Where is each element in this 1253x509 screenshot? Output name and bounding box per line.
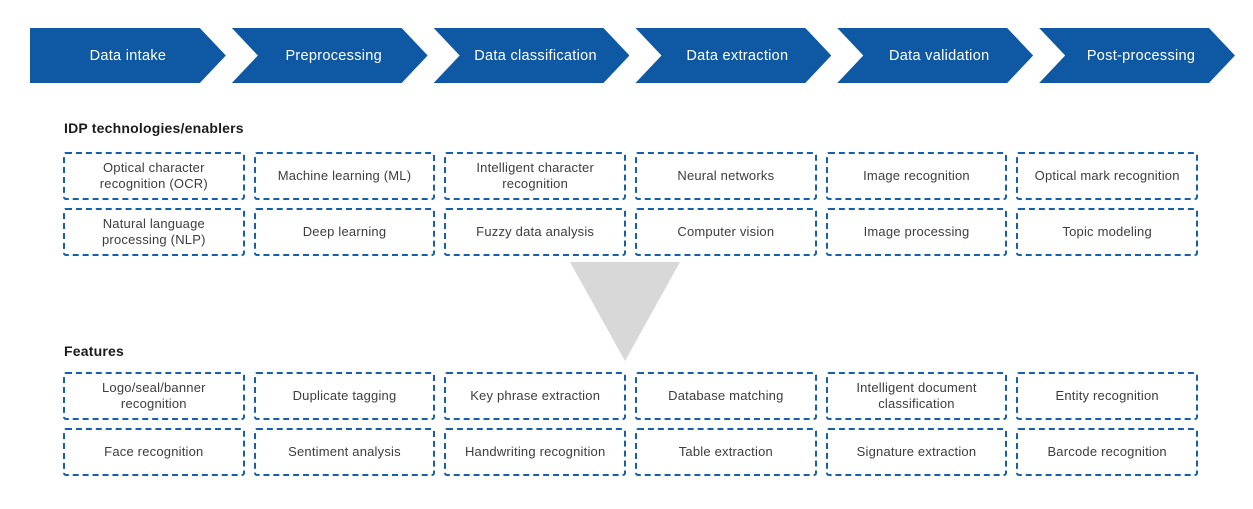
stage-label: Data validation xyxy=(889,47,990,64)
stage-label: Preprocessing xyxy=(285,47,383,64)
idp-technologies-heading: IDP technologies/enablers xyxy=(64,120,244,136)
stage-label: Post-processing xyxy=(1086,47,1196,64)
process-flow-banner: Data intake Preprocessing Data classific… xyxy=(30,28,1235,83)
features-heading: Features xyxy=(64,343,124,359)
box-image-recognition: Image recognition xyxy=(825,152,1008,200)
box-barcode-recognition: Barcode recognition xyxy=(1016,428,1198,476)
box-topic-modeling: Topic modeling xyxy=(1016,208,1198,256)
stage-data-intake: Data intake xyxy=(30,28,226,83)
stage-data-validation: Data validation xyxy=(837,28,1033,83)
stage-data-extraction: Data extraction xyxy=(635,28,831,83)
down-arrow-triangle-icon xyxy=(570,262,680,361)
box-intelligent-character-recognition: Intelligent character recognition xyxy=(444,152,626,200)
box-deep-learning: Deep learning xyxy=(253,208,436,256)
box-optical-character-recognition: Optical character recognition (OCR) xyxy=(63,152,245,200)
box-table-extraction: Table extraction xyxy=(635,428,817,476)
stage-post-processing: Post-processing xyxy=(1039,28,1235,83)
box-sentiment-analysis: Sentiment analysis xyxy=(253,428,436,476)
features-grid: Logo/seal/banner recognition Duplicate t… xyxy=(63,372,1198,476)
idp-technologies-grid: Optical character recognition (OCR) Mach… xyxy=(63,152,1198,256)
stage-label: Data extraction xyxy=(686,47,789,64)
box-database-matching: Database matching xyxy=(635,372,817,420)
box-optical-mark-recognition: Optical mark recognition xyxy=(1016,152,1198,200)
box-natural-language-processing: Natural language processing (NLP) xyxy=(63,208,245,256)
box-computer-vision: Computer vision xyxy=(635,208,817,256)
box-fuzzy-data-analysis: Fuzzy data analysis xyxy=(444,208,626,256)
stage-label: Data classification xyxy=(474,47,597,64)
box-face-recognition: Face recognition xyxy=(63,428,245,476)
box-machine-learning: Machine learning (ML) xyxy=(253,152,436,200)
box-duplicate-tagging: Duplicate tagging xyxy=(253,372,436,420)
stage-label: Data intake xyxy=(89,47,167,64)
stage-data-classification: Data classification xyxy=(434,28,630,83)
box-key-phrase-extraction: Key phrase extraction xyxy=(444,372,626,420)
box-handwriting-recognition: Handwriting recognition xyxy=(444,428,626,476)
box-image-processing: Image processing xyxy=(825,208,1008,256)
box-intelligent-document-classification: Intelligent document classification xyxy=(825,372,1008,420)
box-entity-recognition: Entity recognition xyxy=(1016,372,1198,420)
box-logo-seal-banner-recognition: Logo/seal/banner recognition xyxy=(63,372,245,420)
stage-preprocessing: Preprocessing xyxy=(232,28,428,83)
box-neural-networks: Neural networks xyxy=(635,152,817,200)
box-signature-extraction: Signature extraction xyxy=(825,428,1008,476)
